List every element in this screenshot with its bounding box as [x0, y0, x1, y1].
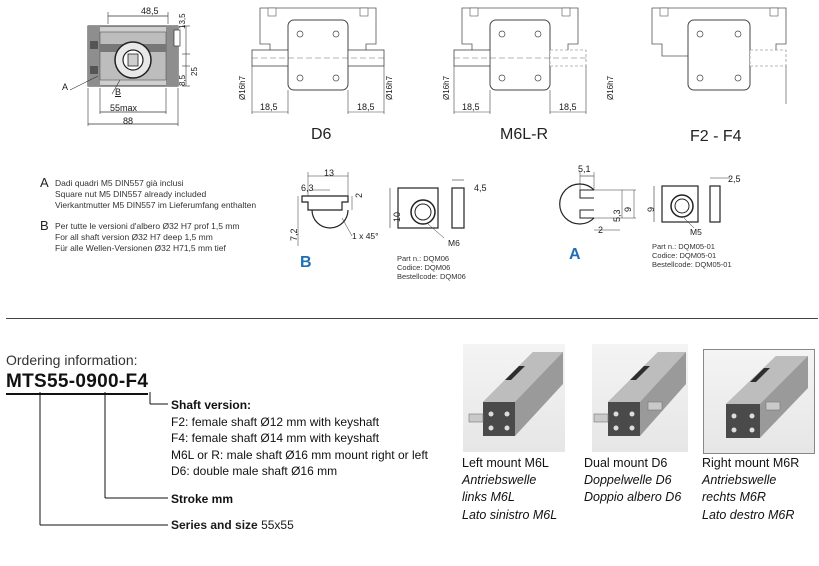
view-d6-dim-right: Ø16h7 — [385, 75, 394, 100]
note-a-letter: A — [40, 175, 49, 190]
detail-a-drawing — [559, 172, 730, 231]
ordering-code: MTS55-0900-F4 — [6, 371, 149, 395]
series-heading: Series and size — [171, 518, 258, 532]
ordering-leader-lines — [39, 392, 168, 526]
photo-left-de2: links M6L — [462, 490, 515, 504]
photo-right-mount — [703, 349, 815, 454]
detail-a-dim-51: 5,1 — [578, 164, 591, 174]
detail-b-drawing — [297, 172, 465, 246]
shaft-version-heading: Shaft version: — [171, 398, 252, 412]
note-a-line-it: Dadi quadri M5 DIN557 già inclusi — [55, 178, 184, 188]
detail-b-part-no: Part n.: DQM06 — [397, 254, 450, 263]
photo-left-de: Antriebswelle — [462, 473, 537, 487]
section-drawing — [69, 12, 190, 126]
detail-a-thread: M5 — [690, 227, 702, 237]
detail-a-dim-9: 9 — [623, 206, 633, 212]
detail-b-dim-2: 2 — [354, 192, 364, 198]
view-m6lr-label: M6L-R — [500, 126, 549, 143]
series-line: Series and size 55x55 — [171, 518, 294, 532]
photo-left-it: Lato sinistro M6L — [462, 508, 558, 522]
note-a-line-de: Vierkantmutter M5 DIN557 im Lieferumfang… — [55, 200, 257, 210]
view-m6lr-dim-left: Ø16h7 — [442, 75, 451, 100]
detail-a-bestellcode: Bestellcode: DQM05-01 — [652, 260, 732, 269]
view-m6lr-drawing — [453, 7, 587, 114]
view-d6-drawing — [251, 7, 385, 114]
photo-left-title: Left mount M6L — [462, 456, 549, 470]
detail-b-chamfer: 1 x 45° — [352, 231, 379, 241]
photo-right-it: Lato destro M6R — [702, 508, 795, 522]
photo-dual-de: Doppelwelle D6 — [584, 473, 672, 487]
detail-b-bestellcode: Bestellcode: DQM06 — [397, 272, 466, 281]
view-d6-len-left: 18,5 — [260, 102, 278, 112]
detail-b-dim-45: 4,5 — [474, 183, 487, 193]
stroke-heading: Stroke mm — [171, 492, 234, 506]
note-b-line-it: Per tutte le versioni d'albero Ø32 H7 pr… — [55, 221, 240, 231]
note-b-line-de: Für alle Wellen-Versionen Ø32 H71,5 mm t… — [55, 243, 226, 253]
dim-h2: 8,5 — [178, 74, 187, 86]
ordering-title: Ordering information: — [6, 352, 138, 368]
detail-a-codice: Codice: DQM05-01 — [652, 251, 717, 260]
photo-right-title: Right mount M6R — [702, 456, 800, 470]
label-a: A — [62, 82, 69, 92]
view-m6lr-len-right: 18,5 — [559, 102, 577, 112]
detail-b-letter: B — [300, 254, 312, 271]
shaft-option-f4: F4: female shaft Ø14 mm with keyshaft — [171, 431, 380, 445]
view-d6-len-right: 18,5 — [357, 102, 375, 112]
photo-dual-mount — [592, 344, 688, 452]
detail-b-thread: M6 — [448, 238, 460, 248]
detail-b-dim-72: 7,2 — [289, 228, 299, 241]
dim-width-inner: 55max — [110, 103, 138, 113]
dim-width-total: 88 — [123, 116, 134, 126]
detail-a-dim-9b: 9 — [646, 206, 656, 212]
note-b-line-en: For all shaft version Ø32 H7 deep 1,5 mm — [55, 232, 213, 242]
view-f2f4-drawing — [651, 7, 787, 104]
photo-dual-title: Dual mount D6 — [584, 456, 668, 470]
series-value: 55x55 — [261, 518, 294, 532]
dim-width-top: 48,5 — [141, 6, 159, 16]
section-divider — [6, 318, 818, 319]
view-f2f4-dim-right: Ø16h7 — [606, 75, 615, 100]
detail-a-letter: A — [569, 246, 581, 263]
view-f2f4-label: F2 - F4 — [690, 128, 742, 145]
photo-left-mount — [463, 344, 565, 452]
dim-h3: 25 — [190, 67, 199, 76]
view-m6lr-len-left: 18,5 — [462, 102, 480, 112]
note-a-line-en: Square nut M5 DIN557 already included — [55, 189, 207, 199]
photo-right-de2: rechts M6R — [702, 490, 766, 504]
photo-right-de: Antriebswelle — [702, 473, 777, 487]
detail-a-dim-25: 2,5 — [728, 174, 741, 184]
detail-a-dim-2: 2 — [598, 225, 604, 235]
view-d6-label: D6 — [311, 126, 332, 143]
dim-h1: 13,5 — [178, 13, 187, 29]
note-b-letter: B — [40, 218, 49, 233]
detail-b-dim-13: 13 — [324, 168, 335, 178]
shaft-option-m6lr: M6L or R: male shaft Ø16 mm mount right … — [171, 448, 428, 462]
detail-b-dim-10: 10 — [392, 211, 402, 222]
shaft-option-d6: D6: double male shaft Ø16 mm — [171, 464, 338, 478]
detail-b-dim-63: 6,3 — [301, 183, 314, 193]
view-d6-dim-left: Ø16h7 — [238, 75, 247, 100]
photo-dual-it: Doppio albero D6 — [584, 490, 682, 504]
detail-a-dim-53: 5,3 — [612, 209, 622, 222]
detail-a-part-no: Part n.: DQM05-01 — [652, 242, 715, 251]
shaft-option-f2: F2: female shaft Ø12 mm with keyshaft — [171, 415, 380, 429]
detail-b-codice: Codice: DQM06 — [397, 263, 451, 272]
label-b: B — [115, 87, 122, 97]
